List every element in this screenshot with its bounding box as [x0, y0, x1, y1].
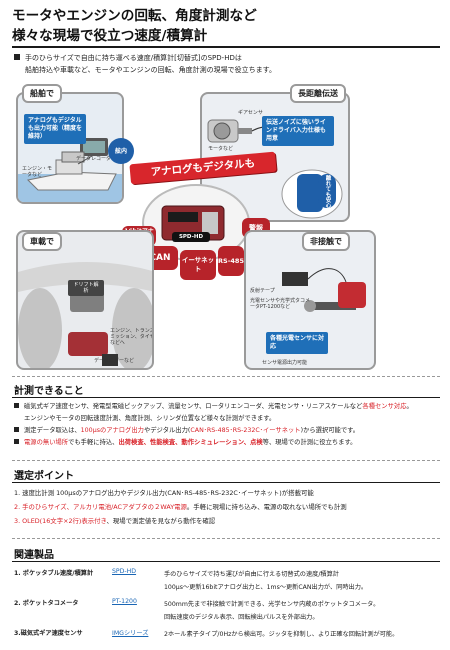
point-item-1: 1. 速度比計測 100μsのアナログ出力やデジタル出力(CAN･RS-485･…: [14, 489, 314, 497]
ship-panel: アナログもデジタルも出力可能（精度を維持） データレコーダなど エンジン・モータ…: [16, 92, 124, 204]
product-name: 3.磁気式ギア速度センサ: [14, 630, 83, 637]
callout-line-driver: 伝送ノイズに強いラインドライバ入力仕様も用意: [262, 116, 334, 146]
section-measure-title: 計測できること: [14, 386, 84, 397]
badge-rs485: RS-485: [218, 246, 244, 276]
point-item-2: 2. 手のひらサイズ、アルカリ電池/ACアダプタの２WAY電源。手軽に現場に持ち…: [14, 503, 347, 511]
intro-text: 手のひらサイズで自由に持ち運べる速度/積算計[切替式]のSPD-HDは 船舶持込…: [14, 52, 442, 76]
bullet-icon: [14, 403, 19, 408]
divider-3: [12, 538, 440, 539]
label-datalogger-2: データロガーなど: [94, 358, 135, 364]
point-item-3: 3. OLED(16文字×2行)表示付き、現場で測定値を見ながら動作を確認: [14, 517, 216, 525]
title-line-2: 様々な現場で役立つ速度/積算計: [12, 28, 208, 44]
product-desc: 2ホール素子タイプ/0Hzから検出可。ジッタを抑制し、より正確な回転計測が可能。: [164, 631, 399, 638]
tag-long-distance: 長距離伝送: [290, 84, 346, 103]
tag-car: 車載で: [22, 232, 62, 251]
callout-optical-sensors: 各種光電センサに対応: [266, 332, 328, 354]
section-products-rule: [12, 561, 440, 562]
callout-analog-digital: アナログもデジタルも出力可能（精度を維持）: [24, 114, 86, 144]
divider-1: [12, 376, 440, 377]
label-datalogger: データレコーダなど: [76, 156, 122, 162]
product-desc: 500mm先まで非接触で計測できる、光学センサ内蔵のポケットタコメータ。 回転速…: [164, 601, 380, 621]
section-products-title: 関連製品: [14, 550, 54, 561]
non-contact-scene-icon: [282, 268, 366, 312]
product-link-img-series[interactable]: IMGシリーズ: [112, 630, 149, 637]
section-points-list: 1. 速度比計測 100μsのアナログ出力やデジタル出力(CAN･RS-485･…: [14, 486, 442, 528]
noncontact-panel: 光電センサや光学式タコメータPT-1200など 反射テープ 各種光電センサに対応…: [244, 230, 376, 370]
section-points-title: 選定ポイント: [14, 471, 74, 482]
label-engine-transmission: エンジン、トランスミッション、タイヤなどへ: [110, 328, 154, 346]
product-desc: 手のひらサイズで持ち運びが自由に行える切替式の速度/積算計 100μs～更新16…: [164, 571, 368, 591]
measure-item-1: 磁気式ギア速度センサ、発電型電磁ピックアップ、流量センサ、ロータリエンコーダ、光…: [14, 401, 442, 413]
section-points-rule: [12, 482, 440, 483]
product-name: 1. ポケッタブル速度/積算計: [14, 570, 94, 577]
bullet-icon: [14, 427, 19, 432]
ship-scene-icon: [18, 138, 122, 202]
product-link-pt-1200[interactable]: PT-1200: [112, 598, 137, 605]
intro-line-2: 船舶持込や車載など、モータやエンジンの回転、角度計測の現場で役立ちます。: [25, 66, 276, 74]
badge-spd-hd: SPD-HD: [172, 232, 210, 242]
products-table: 1. ポケッタブル速度/積算計 SPD-HD 手のひらサイズで持ち運びが自由に行…: [14, 568, 442, 648]
page-title: モータやエンジンの回転、角度計測など 様々な現場で役立つ速度/積算計: [12, 6, 442, 46]
bubble-kanai: 舷内: [108, 138, 134, 164]
bullet-icon: [14, 54, 20, 60]
label-motor: モータなど: [208, 146, 234, 152]
measure-item-2: 測定データ取込は、100μsのアナログ出力やデジタル出力(CAN･RS-485･…: [14, 425, 442, 437]
spd-hd-device-icon: [161, 205, 225, 241]
tag-ship: 船舶で: [22, 84, 62, 103]
product-row: 3.磁気式ギア速度センサ IMGシリーズ 2ホール素子タイプ/0Hzから検出可。…: [14, 628, 442, 650]
label-drill: ドリフト解析: [68, 280, 104, 296]
title-rule: [12, 46, 440, 48]
bubble-monitor: 離れても安心: [318, 174, 336, 208]
product-name: 2. ポケットタコメータ: [14, 600, 79, 607]
label-engine-motor: エンジン・モータなど: [22, 166, 53, 178]
label-power-output: センサ電源出力可能: [262, 360, 308, 366]
badge-ethernet: イーサネット: [180, 250, 216, 280]
title-line-1: モータやエンジンの回転、角度計測など: [12, 8, 257, 24]
product-row: 1. ポケッタブル速度/積算計 SPD-HD 手のひらサイズで持ち運びが自由に行…: [14, 568, 442, 594]
measure-item-1-line2: エンジンやモータの回転速度計測、角度計測、シリンダ位置など様々な計測ができます。: [24, 415, 276, 422]
label-gear-sensor: ギアセンサ: [238, 110, 263, 116]
intro-line-1: 手のひらサイズで自由に持ち運べる速度/積算計[切替式]のSPD-HDは: [25, 54, 242, 62]
bullet-icon: [14, 439, 19, 444]
measure-item-3: 電源の無い場所でも手軽に持込、出荷検査、性能検査、動作シミュレーション、点検等、…: [14, 437, 442, 449]
label-reflect-tape: 反射テープ: [250, 288, 275, 294]
label-optical-sensor: 光電センサや光学式タコメータPT-1200など: [250, 298, 311, 310]
product-row: 2. ポケットタコメータ PT-1200 500mm先まで非接触で計測できる、光…: [14, 598, 442, 624]
divider-2: [12, 460, 440, 461]
product-link-spd-hd[interactable]: SPD-HD: [112, 568, 137, 575]
usage-illustration: アナログもデジタルも出力可能（精度を維持） データレコーダなど エンジン・モータ…: [12, 80, 440, 372]
section-measure-list: 磁気式ギア速度センサ、発電型電磁ピックアップ、流量センサ、ロータリエンコーダ、光…: [14, 401, 442, 449]
car-interior-icon: [18, 262, 152, 368]
car-panel: ドリフト解析 エンジン、トランスミッション、タイヤなどへ データロガーなど: [16, 230, 154, 370]
tag-noncontact: 非接触で: [302, 232, 350, 251]
section-measure-rule: [12, 397, 440, 398]
